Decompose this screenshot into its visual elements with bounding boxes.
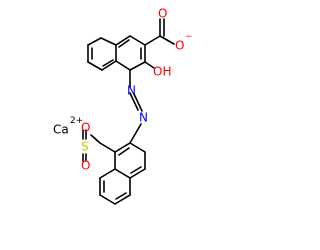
bond	[118, 39, 130, 48]
bond	[114, 194, 131, 205]
bond	[101, 60, 117, 71]
bond	[118, 147, 130, 156]
bond	[90, 134, 101, 144]
bond	[129, 61, 146, 71]
atom-carboxylate-oxygen: O	[175, 39, 184, 53]
atom-azo-nitrogen-2: N	[139, 111, 148, 125]
atom-carbonyl-oxygen: O	[158, 7, 167, 21]
bond	[144, 61, 155, 69]
bond	[129, 123, 142, 144]
atom-hydroxyl: OH	[153, 65, 171, 79]
bond	[129, 168, 146, 179]
atom-labels: O O − OH N N Ca 2+ O S O	[53, 7, 193, 173]
bond	[115, 60, 131, 71]
atom-azo-nitrogen-1: N	[127, 84, 136, 98]
bond	[129, 142, 146, 153]
bond	[130, 166, 142, 174]
bond	[114, 168, 131, 179]
bond	[144, 35, 161, 46]
bond	[87, 37, 102, 46]
bonds	[82, 18, 175, 205]
calcium-ion: Ca	[53, 123, 69, 137]
atom-sulfur: S	[81, 140, 89, 154]
bond	[129, 35, 146, 46]
bond	[129, 92, 139, 111]
bond	[115, 192, 127, 200]
bond	[114, 142, 131, 153]
atom-sulfonyl-oxygen-top: O	[81, 121, 90, 135]
bond	[102, 59, 114, 67]
bond	[99, 168, 116, 179]
bond	[87, 61, 103, 71]
bond	[115, 35, 131, 46]
bond	[159, 35, 175, 45]
calcium-charge: 2+	[70, 116, 83, 126]
chemical-structure-diagram: O O − OH N N Ca 2+ O S O	[53, 7, 193, 205]
bond	[133, 93, 143, 112]
atom-sulfonyl-oxygen-bottom: O	[81, 159, 90, 173]
bond	[99, 194, 116, 205]
carboxylate-charge: −	[185, 32, 193, 42]
bond	[100, 37, 117, 46]
bond	[99, 142, 116, 153]
